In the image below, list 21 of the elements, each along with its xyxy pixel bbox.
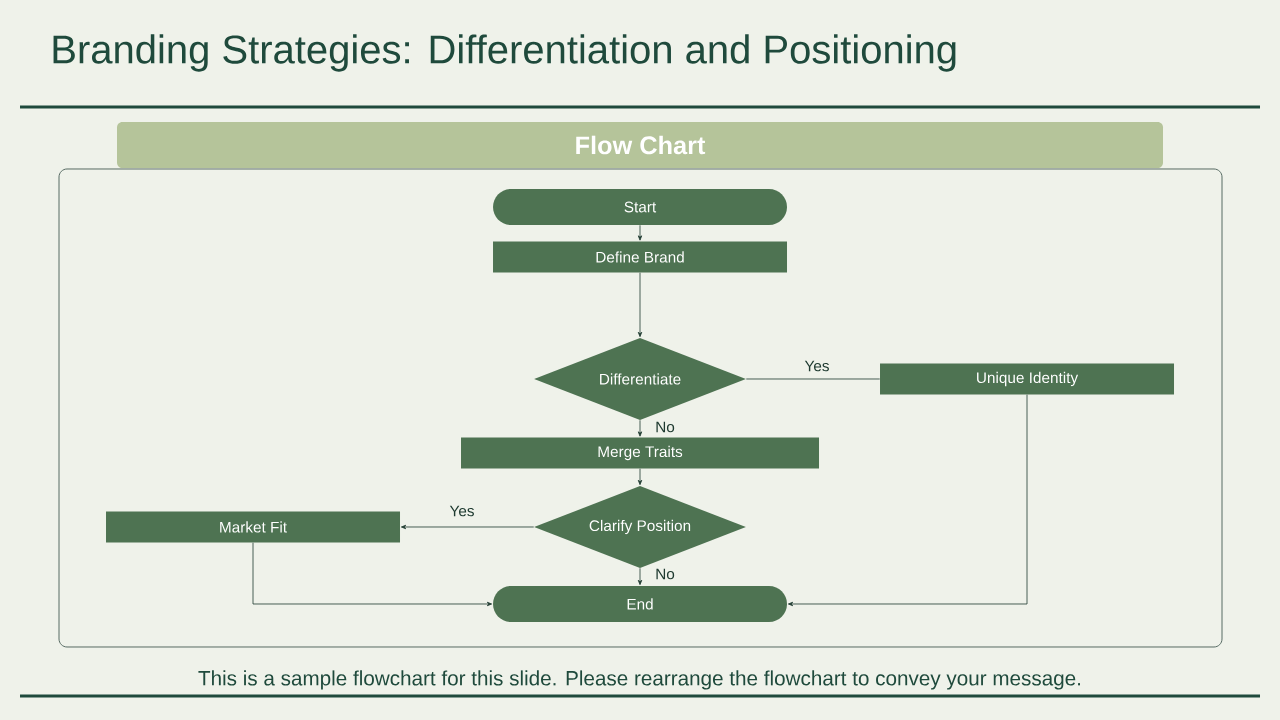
arrow	[637, 224, 643, 241]
arrow	[400, 524, 535, 530]
header-band: Flow Chart	[117, 122, 1163, 168]
arrow	[252, 542, 493, 607]
edge-label: No	[656, 568, 675, 580]
process-box: Merge Traits	[461, 437, 819, 469]
edge-label: Yes	[804, 360, 829, 372]
process-box: Market Fit	[106, 511, 400, 543]
edge-label: No	[656, 421, 675, 433]
caption: This is a sample flowchart for this slide. Please rearrange the flowchart to convey your message.	[198, 670, 1081, 690]
arrow	[637, 567, 643, 586]
process-box: Define Brand	[493, 241, 787, 273]
process-box: Unique Identity	[880, 363, 1174, 395]
arrow	[637, 272, 643, 338]
terminal-box: End	[493, 586, 787, 622]
slide-title: Branding Strategies: Differentiation and Positioning	[53, 34, 956, 72]
arrow	[787, 394, 1028, 607]
arrow	[637, 468, 643, 486]
edge-label: Yes	[449, 505, 474, 517]
terminal-box: Start	[493, 189, 787, 225]
arrow	[637, 419, 643, 437]
